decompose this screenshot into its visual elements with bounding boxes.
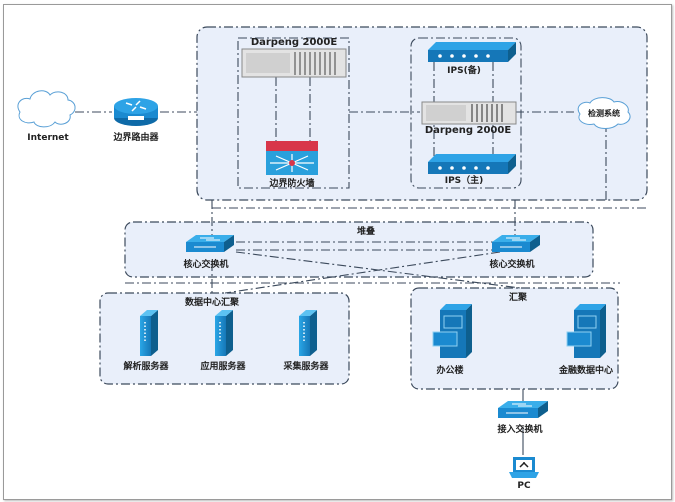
office-building-label: 办公楼: [436, 366, 464, 376]
collect-server-label: 采集服务器: [283, 362, 329, 372]
ips-main-label: IPS（主): [444, 176, 484, 186]
office-building-cabinet-icon[interactable]: [432, 304, 472, 358]
darpeng-2-label: Darpeng 2000E: [424, 125, 512, 136]
firewall-label: 边界防火墙: [269, 179, 315, 189]
pc-label: PC: [517, 481, 531, 491]
access-switch-label: 接入交换机: [497, 425, 543, 435]
links: [75, 62, 647, 455]
dc-aggregation-label: 数据中心汇聚: [184, 298, 240, 308]
border-router-label: 边界路由器: [113, 133, 159, 143]
darpeng-device-icon[interactable]: [241, 48, 347, 78]
app-server-label: 应用服务器: [200, 362, 246, 372]
core-switch-right-icon[interactable]: [492, 235, 540, 252]
app-server-icon[interactable]: [215, 310, 233, 356]
ips-backup-label: IPS(备): [447, 66, 481, 76]
darpeng-group-box: [237, 37, 350, 189]
link-cross-2: [224, 251, 501, 294]
firewall-icon[interactable]: [266, 141, 318, 175]
finance-dc-label: 金融数据中心: [558, 366, 614, 376]
core-switch-right-label: 核心交换机: [489, 260, 535, 270]
access-switch-icon[interactable]: [498, 401, 548, 418]
ips-group-box: [410, 37, 522, 189]
darpeng-device-2-icon[interactable]: [421, 101, 517, 125]
aggregation-label: 汇聚: [508, 293, 528, 303]
collect-server-icon[interactable]: [299, 310, 317, 356]
parse-server-label: 解析服务器: [123, 362, 169, 372]
core-switch-left-label: 核心交换机: [183, 260, 229, 270]
darpeng-1-label: Darpeng 2000E: [250, 37, 338, 48]
detection-cloud-icon[interactable]: [577, 97, 631, 129]
internet-cloud-icon[interactable]: [17, 90, 76, 128]
ips-main-icon[interactable]: [428, 154, 516, 174]
router-icon[interactable]: [114, 98, 158, 126]
parse-server-icon[interactable]: [140, 310, 158, 356]
finance-dc-cabinet-icon[interactable]: [566, 304, 606, 358]
ips-backup-icon[interactable]: [428, 42, 516, 62]
stack-label: 堆叠: [356, 227, 376, 237]
internet-label: Internet: [27, 133, 69, 143]
detection-system-label: 检测系统: [588, 109, 620, 118]
pc-icon[interactable]: [509, 457, 539, 478]
core-switch-left-icon[interactable]: [186, 235, 234, 252]
